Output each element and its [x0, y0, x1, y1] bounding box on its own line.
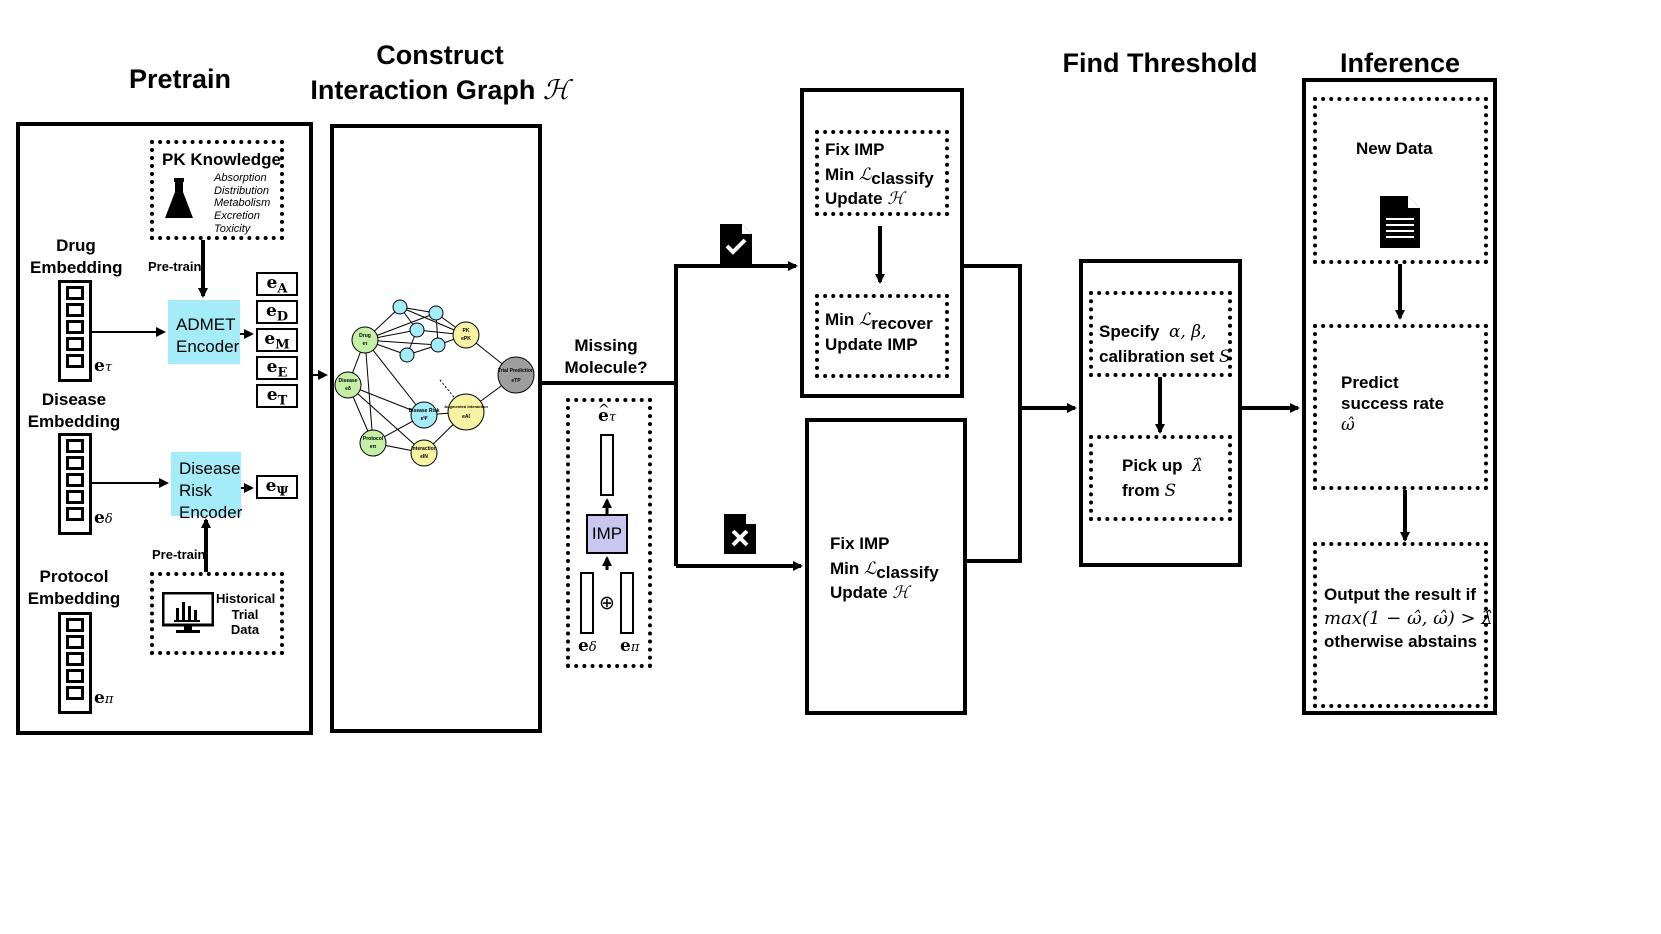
classify-step-box	[815, 130, 949, 216]
output-text: Output the result if max(1 − ω̂, ω̂) > λ…	[1324, 585, 1493, 652]
imp-block: IMP	[586, 514, 628, 554]
e-tau-label: eτ	[94, 356, 113, 376]
output-e-m: eM	[256, 328, 298, 352]
pk-item: Absorption	[214, 172, 267, 184]
e-delta-label: eδ	[94, 508, 113, 528]
e-hat-tau: ^eτ	[598, 402, 617, 426]
graph-node-disease: Disease	[339, 378, 358, 384]
title-construct: Construct Interaction Graph ℋ	[300, 38, 580, 108]
min-classify-label: Min ℒclassify	[825, 164, 934, 188]
update-imp-label: Update IMP	[825, 334, 918, 354]
flask-icon	[164, 178, 194, 225]
find-threshold-panel	[1079, 259, 1242, 567]
pretrain-label-top: Pre-train	[148, 259, 202, 274]
graph-node-disease-risk-sub: eΨ	[421, 416, 428, 422]
e-delta-bottom: eδ	[578, 636, 597, 656]
title-construct-line2: Interaction Graph ℋ	[310, 75, 570, 107]
pk-item: Metabolism	[214, 197, 271, 210]
min-classify-label-bottom: Min ℒclassify	[830, 558, 939, 582]
graph-node-augmented: Augmented Interaction	[444, 404, 488, 409]
e-hat-tau-bar	[600, 434, 614, 496]
graph-node-protocol-sub: eπ	[370, 444, 377, 450]
pick-lambda-text: Pick up λ̂ from S	[1122, 456, 1203, 501]
update-h-label: Update ℋ	[825, 189, 905, 210]
inference-panel	[1302, 78, 1497, 715]
new-data-box	[1313, 97, 1488, 264]
title-construct-line1: Construct	[376, 40, 504, 70]
disease-embedding-stack	[58, 433, 92, 535]
new-data-label: New Data	[1356, 139, 1433, 158]
output-e-psi: eΨ	[256, 475, 298, 499]
pk-knowledge-label: PK Knowledge	[162, 150, 282, 169]
drug-embedding-stack	[58, 280, 92, 382]
oplus-symbol: ⊕	[599, 593, 615, 614]
classify-step-text: Fix IMP Min ℒclassify Update ℋ	[825, 138, 934, 212]
historical-trial-box	[150, 572, 284, 655]
document-icon	[1380, 196, 1420, 253]
graph-node-trial-prediction: Trial Prediction	[498, 368, 534, 374]
title-find-threshold: Find Threshold	[1062, 48, 1258, 78]
pk-items-list: Absorption Distribution Metabolism Excre…	[214, 172, 270, 235]
recover-step-box	[815, 294, 949, 378]
train-complete-panel	[800, 88, 964, 398]
graph-node-pk: PK	[463, 328, 470, 334]
output-box	[1313, 542, 1488, 708]
specify-box	[1089, 291, 1232, 377]
title-pretrain: Pretrain	[128, 64, 232, 94]
min-recover-label: Min ℒrecover	[825, 310, 933, 333]
monitor-chart-icon	[161, 591, 215, 639]
document-check-icon	[720, 224, 752, 269]
specify-text: Specify α, β, calibration set S	[1099, 322, 1231, 367]
pretrain-label-bottom: Pre-train	[152, 547, 206, 562]
e-pi-bar	[620, 572, 634, 634]
graph-node-pk-sub: ePK	[461, 336, 471, 342]
protocol-embedding-stack	[58, 612, 92, 714]
graph-node-interaction-sub: eIN	[420, 454, 428, 460]
graph-node-augmented-sub: eAI	[462, 414, 470, 420]
pretrain-panel	[16, 122, 313, 735]
interaction-graph-panel	[330, 124, 542, 733]
output-e-d: eD	[256, 300, 298, 324]
graph-node-disease-risk: Disease Risk	[409, 408, 440, 414]
recover-step-text: Min ℒrecover Update IMP	[825, 308, 933, 357]
train-missing-text: Fix IMP Min ℒclassify Update ℋ	[830, 532, 939, 606]
title-inference: Inference	[1339, 48, 1461, 78]
pk-knowledge-box	[150, 140, 284, 240]
output-e-a: eA	[256, 272, 298, 296]
e-pi-bottom: eπ	[620, 636, 640, 656]
update-h-label-bottom: Update ℋ	[830, 583, 910, 604]
e-delta-bar	[580, 572, 594, 634]
graph-node-protocol: Protocol	[363, 436, 384, 442]
document-x-icon	[724, 514, 756, 559]
pick-lambda-box	[1089, 435, 1232, 521]
imp-module-box	[566, 398, 652, 668]
predict-box	[1313, 324, 1488, 490]
graph-node-trial-prediction-sub: eTP	[511, 378, 521, 384]
predict-text: Predict success rate ω̂	[1341, 373, 1445, 435]
fix-imp-label: Fix IMP	[825, 140, 885, 159]
e-pi-label: eπ	[94, 688, 114, 708]
graph-node-disease-sub: eδ	[345, 386, 351, 392]
graph-node-interaction: Interaction	[411, 446, 437, 452]
pk-item: Toxicity	[214, 222, 251, 235]
fix-imp-label-bottom: Fix IMP	[830, 534, 890, 553]
train-missing-panel	[805, 418, 967, 715]
output-e-e: eE	[256, 356, 298, 380]
output-e-t: eT	[256, 384, 298, 408]
pk-item: Excretion	[214, 209, 260, 222]
graph-node-drug: Drug	[359, 333, 371, 339]
pk-item: Distribution	[214, 184, 270, 197]
graph-node-drug-sub: eτ	[362, 341, 368, 347]
